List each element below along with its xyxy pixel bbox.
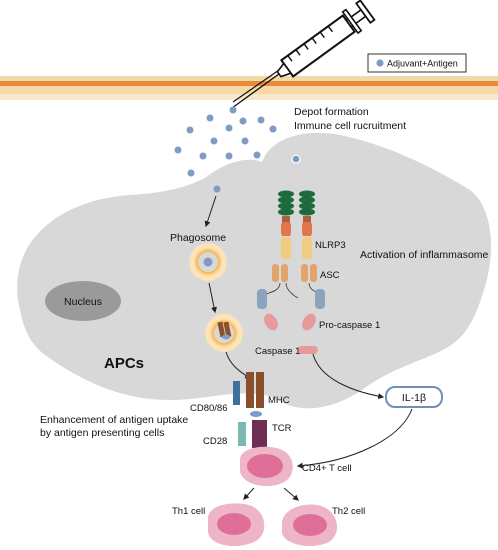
phagosome-2 <box>205 314 243 352</box>
il1b-label: IL-1β <box>402 392 426 404</box>
antigen-dot <box>269 125 277 133</box>
pro-caspase-label: Pro-caspase 1 <box>319 320 380 331</box>
enhancement-label-1: Enhancement of antigen uptake <box>40 414 188 426</box>
caspase-1 <box>298 346 318 354</box>
cd4-t-cell <box>240 446 293 487</box>
asc-right <box>301 264 317 282</box>
arrow-phagosome <box>208 282 217 314</box>
nucleus <box>45 281 121 321</box>
legend-dot <box>376 59 384 67</box>
activation-label: Activation of inflammasome <box>360 249 489 261</box>
th1-label: Th1 cell <box>172 506 205 517</box>
mhc-right <box>256 372 264 408</box>
antigen-dot <box>239 117 247 125</box>
antigen-dot <box>229 106 237 114</box>
pro-caspase-left <box>257 289 278 331</box>
antigen-dot <box>257 116 265 124</box>
arrow-to-il1b <box>312 353 385 400</box>
antigen-dot <box>291 154 301 164</box>
arrow-to-th1 <box>243 487 255 500</box>
antigen-dot <box>213 185 221 193</box>
antigen-dot <box>186 126 194 134</box>
nlrp3-complex <box>257 190 325 354</box>
nlrp3-label: NLRP3 <box>315 240 346 251</box>
th1-cell <box>207 503 265 547</box>
pro-caspase-right <box>302 289 325 331</box>
apc-cell <box>17 132 492 409</box>
mhc-label: MHC <box>268 395 290 406</box>
receptors <box>233 372 267 448</box>
cd28-label: CD28 <box>203 436 227 447</box>
arrow-to-tcell <box>296 408 413 469</box>
enhancement-label-2: by antigen presenting cells <box>40 427 164 439</box>
mhc-left <box>246 372 254 408</box>
cd80-86-label: CD80/86 <box>190 403 228 414</box>
antigen-dot <box>225 152 233 160</box>
nlrp3-left <box>278 190 294 259</box>
antigen-dots <box>174 106 301 193</box>
legend: Adjuvant+Antigen <box>367 53 467 73</box>
cd4-t-cell-label: CD4+ T cell <box>302 463 352 474</box>
asc-left <box>272 264 288 282</box>
antigen-dot <box>241 137 249 145</box>
tcr <box>252 420 267 448</box>
depot-label-2: Immune cell rucruitment <box>294 120 406 132</box>
th2-cell <box>281 504 338 547</box>
nlrp3-right <box>299 190 315 259</box>
cd80-86 <box>233 381 240 405</box>
antigen-dot <box>225 124 233 132</box>
arrow-uptake <box>204 195 217 228</box>
caspase-label: Caspase 1 <box>255 346 300 357</box>
skin-layers <box>0 76 498 100</box>
legend-label: Adjuvant+Antigen <box>387 59 458 69</box>
phagosome-label: Phagosome <box>170 232 226 244</box>
antigen-dot <box>210 137 218 145</box>
cd28 <box>238 422 246 446</box>
antigen-dot <box>253 151 261 159</box>
tcr-label: TCR <box>272 423 292 434</box>
antigen-peptide <box>250 411 262 417</box>
antigen-dot <box>174 146 182 154</box>
phagosome-1 <box>189 243 227 281</box>
antigen-dot <box>199 152 207 160</box>
th2-label: Th2 cell <box>332 506 365 517</box>
antigen-dot <box>187 169 195 177</box>
arrow-to-th2 <box>283 487 299 501</box>
syringe-body <box>231 0 376 109</box>
asc-label: ASC <box>320 270 340 281</box>
il1b-box <box>385 386 443 408</box>
antigen-dot <box>206 114 214 122</box>
depot-label-1: Depot formation <box>294 106 369 118</box>
apcs-label: APCs <box>104 355 144 372</box>
nucleus-label: Nucleus <box>64 296 102 308</box>
